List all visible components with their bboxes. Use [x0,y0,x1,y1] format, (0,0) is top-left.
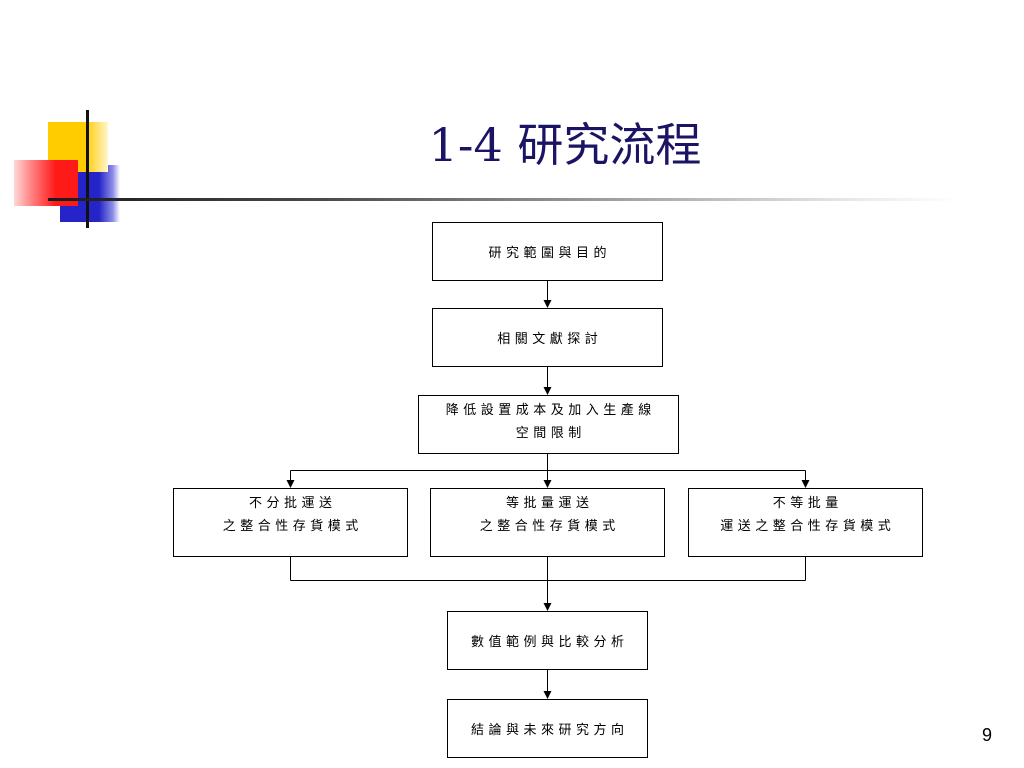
slide-title: 1-4 研究流程 [428,118,702,172]
flow-node-research-scope: 研究範圍與目的 [432,222,663,281]
arrowhead-icon [286,480,295,488]
flow-node-label: 之整合性存貨模式 [222,519,363,534]
flow-node-label: 等批量運送 [505,496,594,511]
arrowhead-icon [543,387,552,395]
flow-node-label: 不分批運送 [248,496,337,511]
arrowhead-icon [543,691,552,699]
flow-node-label: 降低設置成本及加入生產線 [445,403,656,418]
flow-node-label: 結論與未來研究方向 [470,723,629,738]
arrowhead-icon [543,603,552,611]
flow-node-label: 數值範例與比較分析 [470,635,629,650]
arrowhead-icon [801,480,810,488]
flow-node-label: 空間限制 [515,426,586,441]
flow-node-label: 之整合性存貨模式 [479,519,620,534]
flow-node-label: 相關文獻探討 [497,332,603,347]
flow-node-equal-batch-model: 等批量運送 之整合性存貨模式 [430,488,665,557]
flow-node-numerical-analysis: 數值範例與比較分析 [447,611,648,670]
arrowhead-icon [543,300,552,308]
flow-node-conclusion: 結論與未來研究方向 [447,699,648,758]
flow-node-unequal-batch-model: 不等批量 運送之整合性存貨模式 [688,488,923,557]
flow-node-label: 運送之整合性存貨模式 [720,519,896,534]
title-underline [48,198,960,201]
flow-node-literature-review: 相關文獻探討 [432,308,663,367]
flow-node-label: 研究範圍與目的 [488,246,611,261]
flow-node-cost-and-space-constraints: 降低設置成本及加入生產線 空間限制 [418,395,679,454]
slide-number: 9 [981,725,992,745]
flow-node-label: 不等批量 [772,496,843,511]
flow-node-no-batch-model: 不分批運送 之整合性存貨模式 [173,488,408,557]
decor-vertical-rule [86,110,89,228]
arrowhead-icon [543,480,552,488]
